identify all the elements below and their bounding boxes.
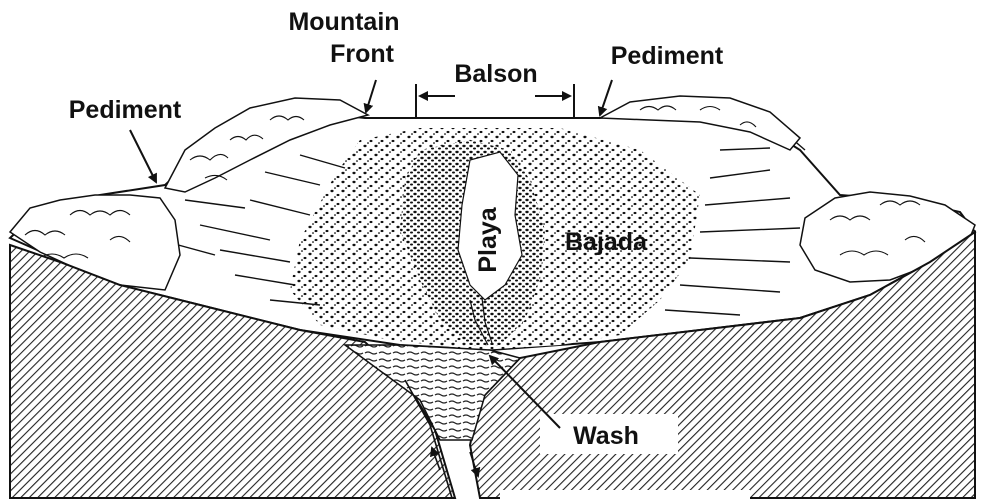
pediment-left-arrow [130,130,156,182]
bajada-label: Bajada [565,228,648,256]
wash-label: Wash [573,422,639,450]
pediment-right-arrow [600,80,612,115]
playa-label: Playa [474,206,502,272]
mountain-front-label-line1: Mountain [288,8,399,36]
mountain-front-label-line2: Front [330,40,395,68]
pediment-label-left: Pediment [69,96,182,124]
balson-label: Balson [454,60,537,88]
mountain-front-arrow [366,80,376,112]
bottom-strip-box [500,490,750,504]
pediment-label-right: Pediment [611,42,724,70]
